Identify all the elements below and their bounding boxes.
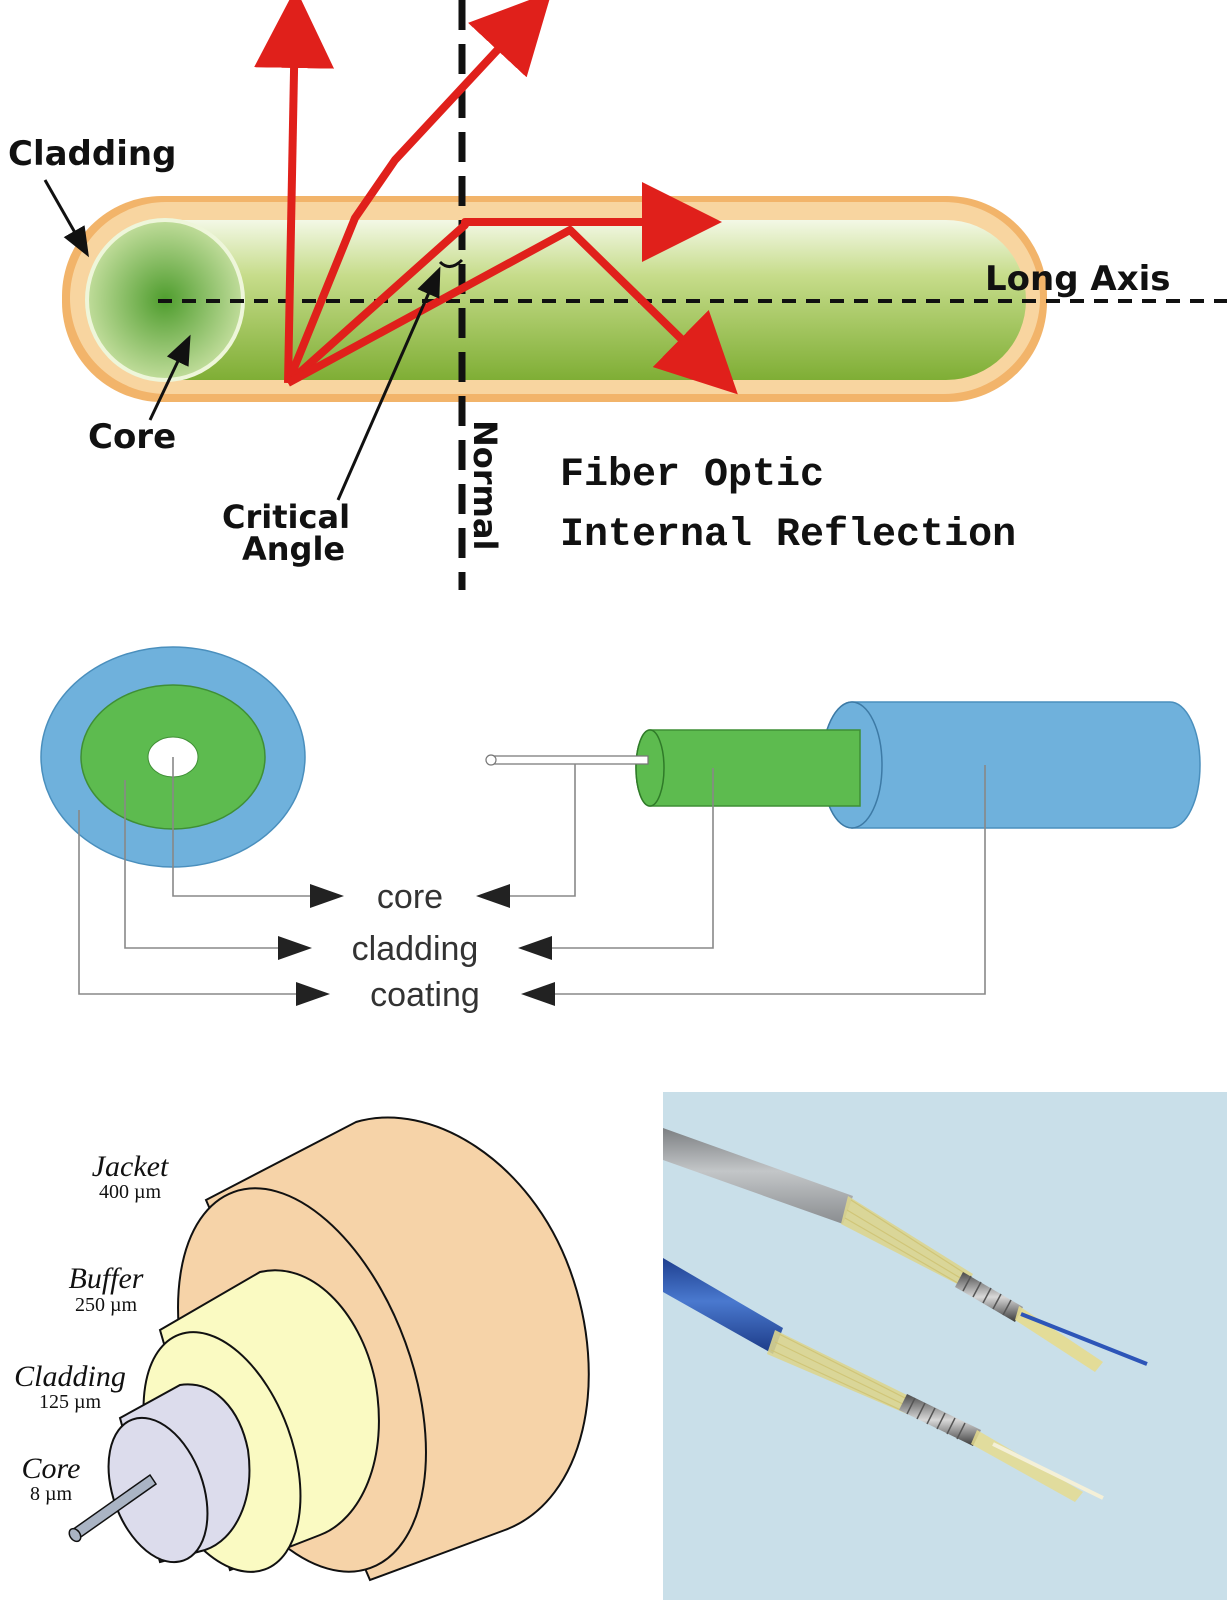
core-leader-left xyxy=(172,757,310,897)
internal-reflection-diagram: Cladding Core Long Axis Critical Angle N… xyxy=(0,0,1227,590)
core-label-cs: Core xyxy=(22,1452,81,1485)
critical-angle-label-line1: Critical xyxy=(222,498,350,536)
layer-coating-label: coating xyxy=(370,976,480,1014)
blue-cable-yarn xyxy=(767,1330,913,1414)
caption-line1: Fiber Optic xyxy=(560,453,824,498)
ray-vertical xyxy=(254,0,335,384)
coating-leader-left xyxy=(78,810,296,995)
jacket-size: 400 µm xyxy=(99,1181,162,1203)
cladding-pointer xyxy=(43,179,89,258)
ray-refracted-out xyxy=(284,0,552,385)
critical-angle-arc xyxy=(438,258,464,268)
cladding-label-cs: Cladding xyxy=(14,1360,126,1393)
cladding-leader-left xyxy=(124,780,278,949)
gray-cable-yarn xyxy=(841,1196,973,1288)
blue-cable-white-fiber xyxy=(992,1442,1104,1500)
buffer-label: Buffer xyxy=(69,1262,144,1295)
cladding-arrow-left xyxy=(278,936,312,960)
critical-angle-label-line2: Angle xyxy=(242,530,345,568)
core-arrow-right xyxy=(476,884,510,908)
core-pointer xyxy=(148,334,191,421)
gray-cable-blue-fiber xyxy=(1020,1312,1148,1366)
gray-cable-jacket xyxy=(663,1128,853,1224)
coating-leader-right xyxy=(555,765,986,995)
light-rays xyxy=(254,0,738,395)
critical-angle-pointer xyxy=(336,266,441,501)
caption-line2: Internal Reflection xyxy=(560,513,1016,558)
buffer-size: 250 µm xyxy=(75,1294,138,1316)
cladding-arrow-right xyxy=(518,936,552,960)
blue-cable-jacket xyxy=(663,1258,783,1354)
cladding-size: 125 µm xyxy=(39,1391,102,1413)
ray-total-reflection xyxy=(286,226,738,395)
core-leader-right xyxy=(510,764,576,897)
layer-cladding-label: cladding xyxy=(352,930,479,968)
cladding-cylinder xyxy=(635,729,861,807)
jacket-label: Jacket xyxy=(92,1150,169,1183)
core-size: 8 µm xyxy=(30,1483,73,1505)
core-fiber xyxy=(485,755,649,765)
coating-arrow-right xyxy=(521,982,555,1006)
cladding-leader-right xyxy=(552,768,714,949)
normal-label: Normal xyxy=(466,420,504,550)
long-axis-label: Long Axis xyxy=(985,259,1171,299)
layer-core-label: core xyxy=(377,878,443,916)
fiber-cable-photo xyxy=(663,1092,1227,1600)
cladding-label: Cladding xyxy=(8,134,176,174)
ray-critical-angle xyxy=(285,182,722,386)
fiber-layers-diagram: core cladding coating xyxy=(0,630,1227,1040)
coating-arrow-left xyxy=(296,982,330,1006)
core-arrow-left xyxy=(310,884,344,908)
fiber-cross-section-diagram: Jacket 400 µm Buffer 250 µm Cladding 125… xyxy=(0,1080,640,1600)
core-label: Core xyxy=(88,417,176,457)
